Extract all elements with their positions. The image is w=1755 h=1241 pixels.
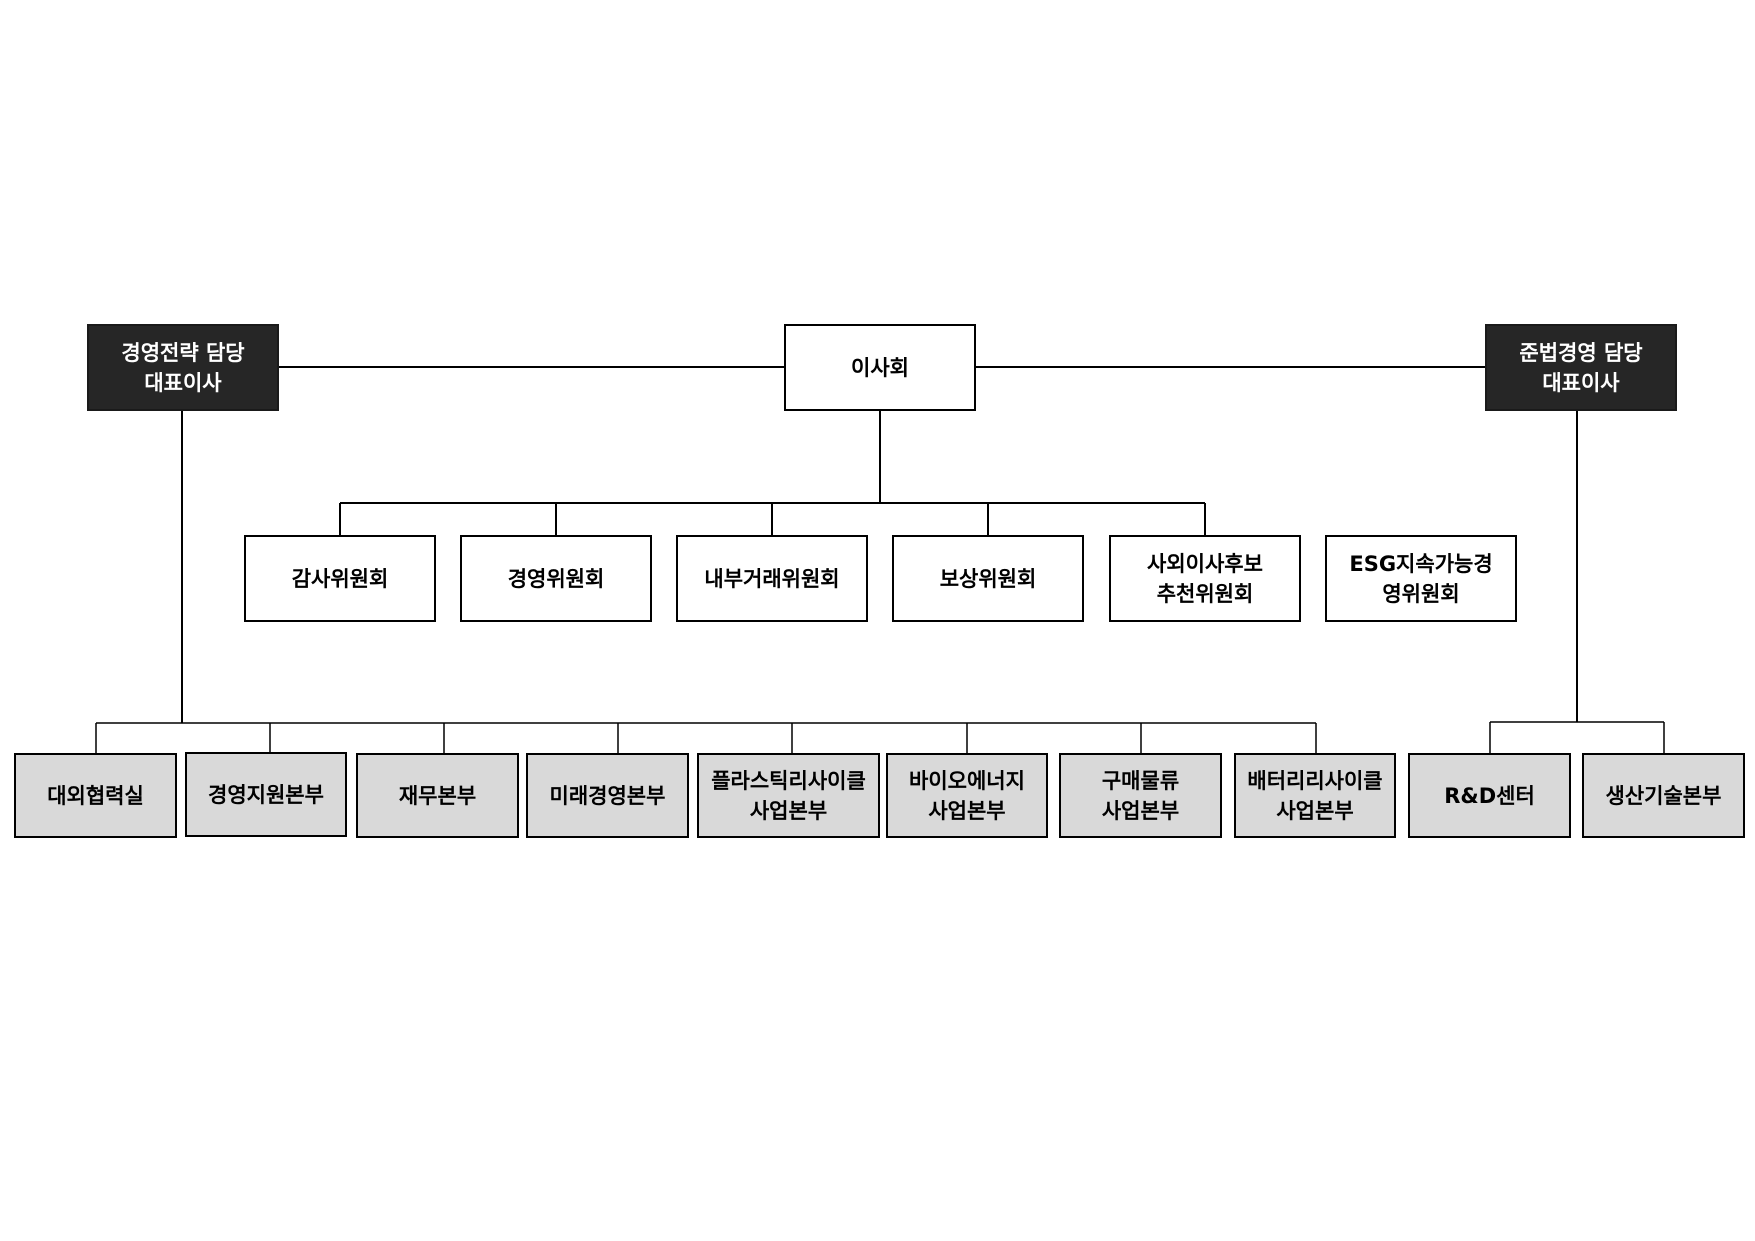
- division-label: 생산기술본부: [1605, 783, 1722, 808]
- right-ceo-box: 준법경영 담당 대표이사: [1485, 324, 1677, 411]
- board-box: 이사회: [784, 324, 976, 411]
- division-label: 재무본부: [398, 783, 477, 808]
- committee-label: 보상위원회: [939, 566, 1037, 591]
- committee-box-compensation: 보상위원회: [892, 535, 1084, 622]
- committee-label: 내부거래위원회: [704, 566, 840, 591]
- right-ceo-label: 준법경영 담당 대표이사: [1519, 340, 1643, 395]
- board-label: 이사회: [851, 355, 909, 380]
- committee-label: 감사위원회: [291, 566, 389, 591]
- division-box-battery-recycle: 배터리리사이클 사업본부: [1234, 753, 1396, 838]
- committee-box-esg: ESG지속가능경 영위원회: [1325, 535, 1517, 622]
- division-label: 미래경영본부: [549, 783, 666, 808]
- division-label: 구매물류 사업본부: [1101, 768, 1180, 823]
- division-box-production-technology: 생산기술본부: [1582, 753, 1745, 838]
- division-label: 바이오에너지 사업본부: [909, 768, 1025, 823]
- division-box-external-affairs: 대외협력실: [14, 753, 177, 838]
- division-box-finance: 재무본부: [356, 753, 519, 838]
- committee-label: ESG지속가능경 영위원회: [1349, 551, 1493, 606]
- division-box-bio-energy: 바이오에너지 사업본부: [886, 753, 1048, 838]
- committee-box-internal-transactions: 내부거래위원회: [676, 535, 868, 622]
- committee-box-director-nomination: 사외이사후보 추천위원회: [1109, 535, 1301, 622]
- division-label: 플라스틱리사이클 사업본부: [711, 768, 866, 823]
- committee-box-audit: 감사위원회: [244, 535, 436, 622]
- division-box-management-support: 경영지원본부: [185, 752, 347, 837]
- division-label: R&D센터: [1444, 783, 1535, 808]
- left-ceo-box: 경영전략 담당 대표이사: [87, 324, 279, 411]
- division-label: 배터리리사이클 사업본부: [1247, 768, 1383, 823]
- committee-label: 사외이사후보 추천위원회: [1147, 551, 1263, 606]
- division-box-purchasing-logistics: 구매물류 사업본부: [1059, 753, 1222, 838]
- division-label: 경영지원본부: [208, 782, 324, 807]
- left-ceo-label: 경영전략 담당 대표이사: [121, 340, 245, 395]
- committee-box-management: 경영위원회: [460, 535, 652, 622]
- committee-label: 경영위원회: [507, 566, 605, 591]
- division-box-future-management: 미래경영본부: [526, 753, 689, 838]
- division-box-rnd-center: R&D센터: [1408, 753, 1571, 838]
- division-label: 대외협력실: [47, 783, 144, 808]
- division-box-plastic-recycle: 플라스틱리사이클 사업본부: [697, 753, 880, 838]
